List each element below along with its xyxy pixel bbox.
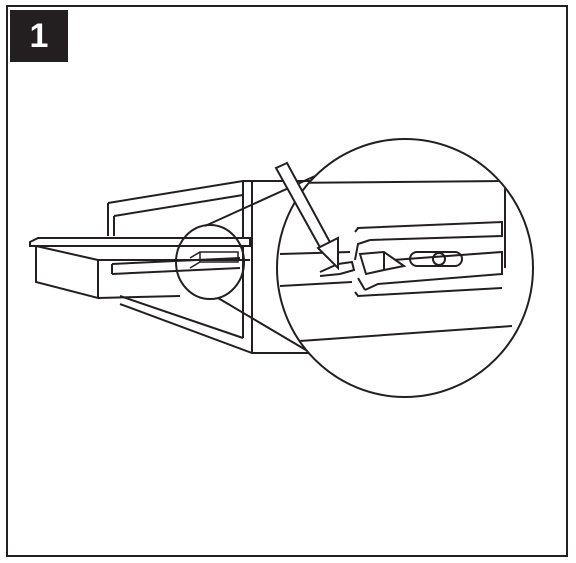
- drawer-tray: [29, 237, 251, 300]
- magnified-detail: [276, 138, 534, 398]
- tool-arrow: [274, 161, 339, 271]
- detail-callout-small-circle: [175, 224, 245, 300]
- step-number-badge: 1: [10, 10, 68, 62]
- step-number: 1: [29, 16, 49, 55]
